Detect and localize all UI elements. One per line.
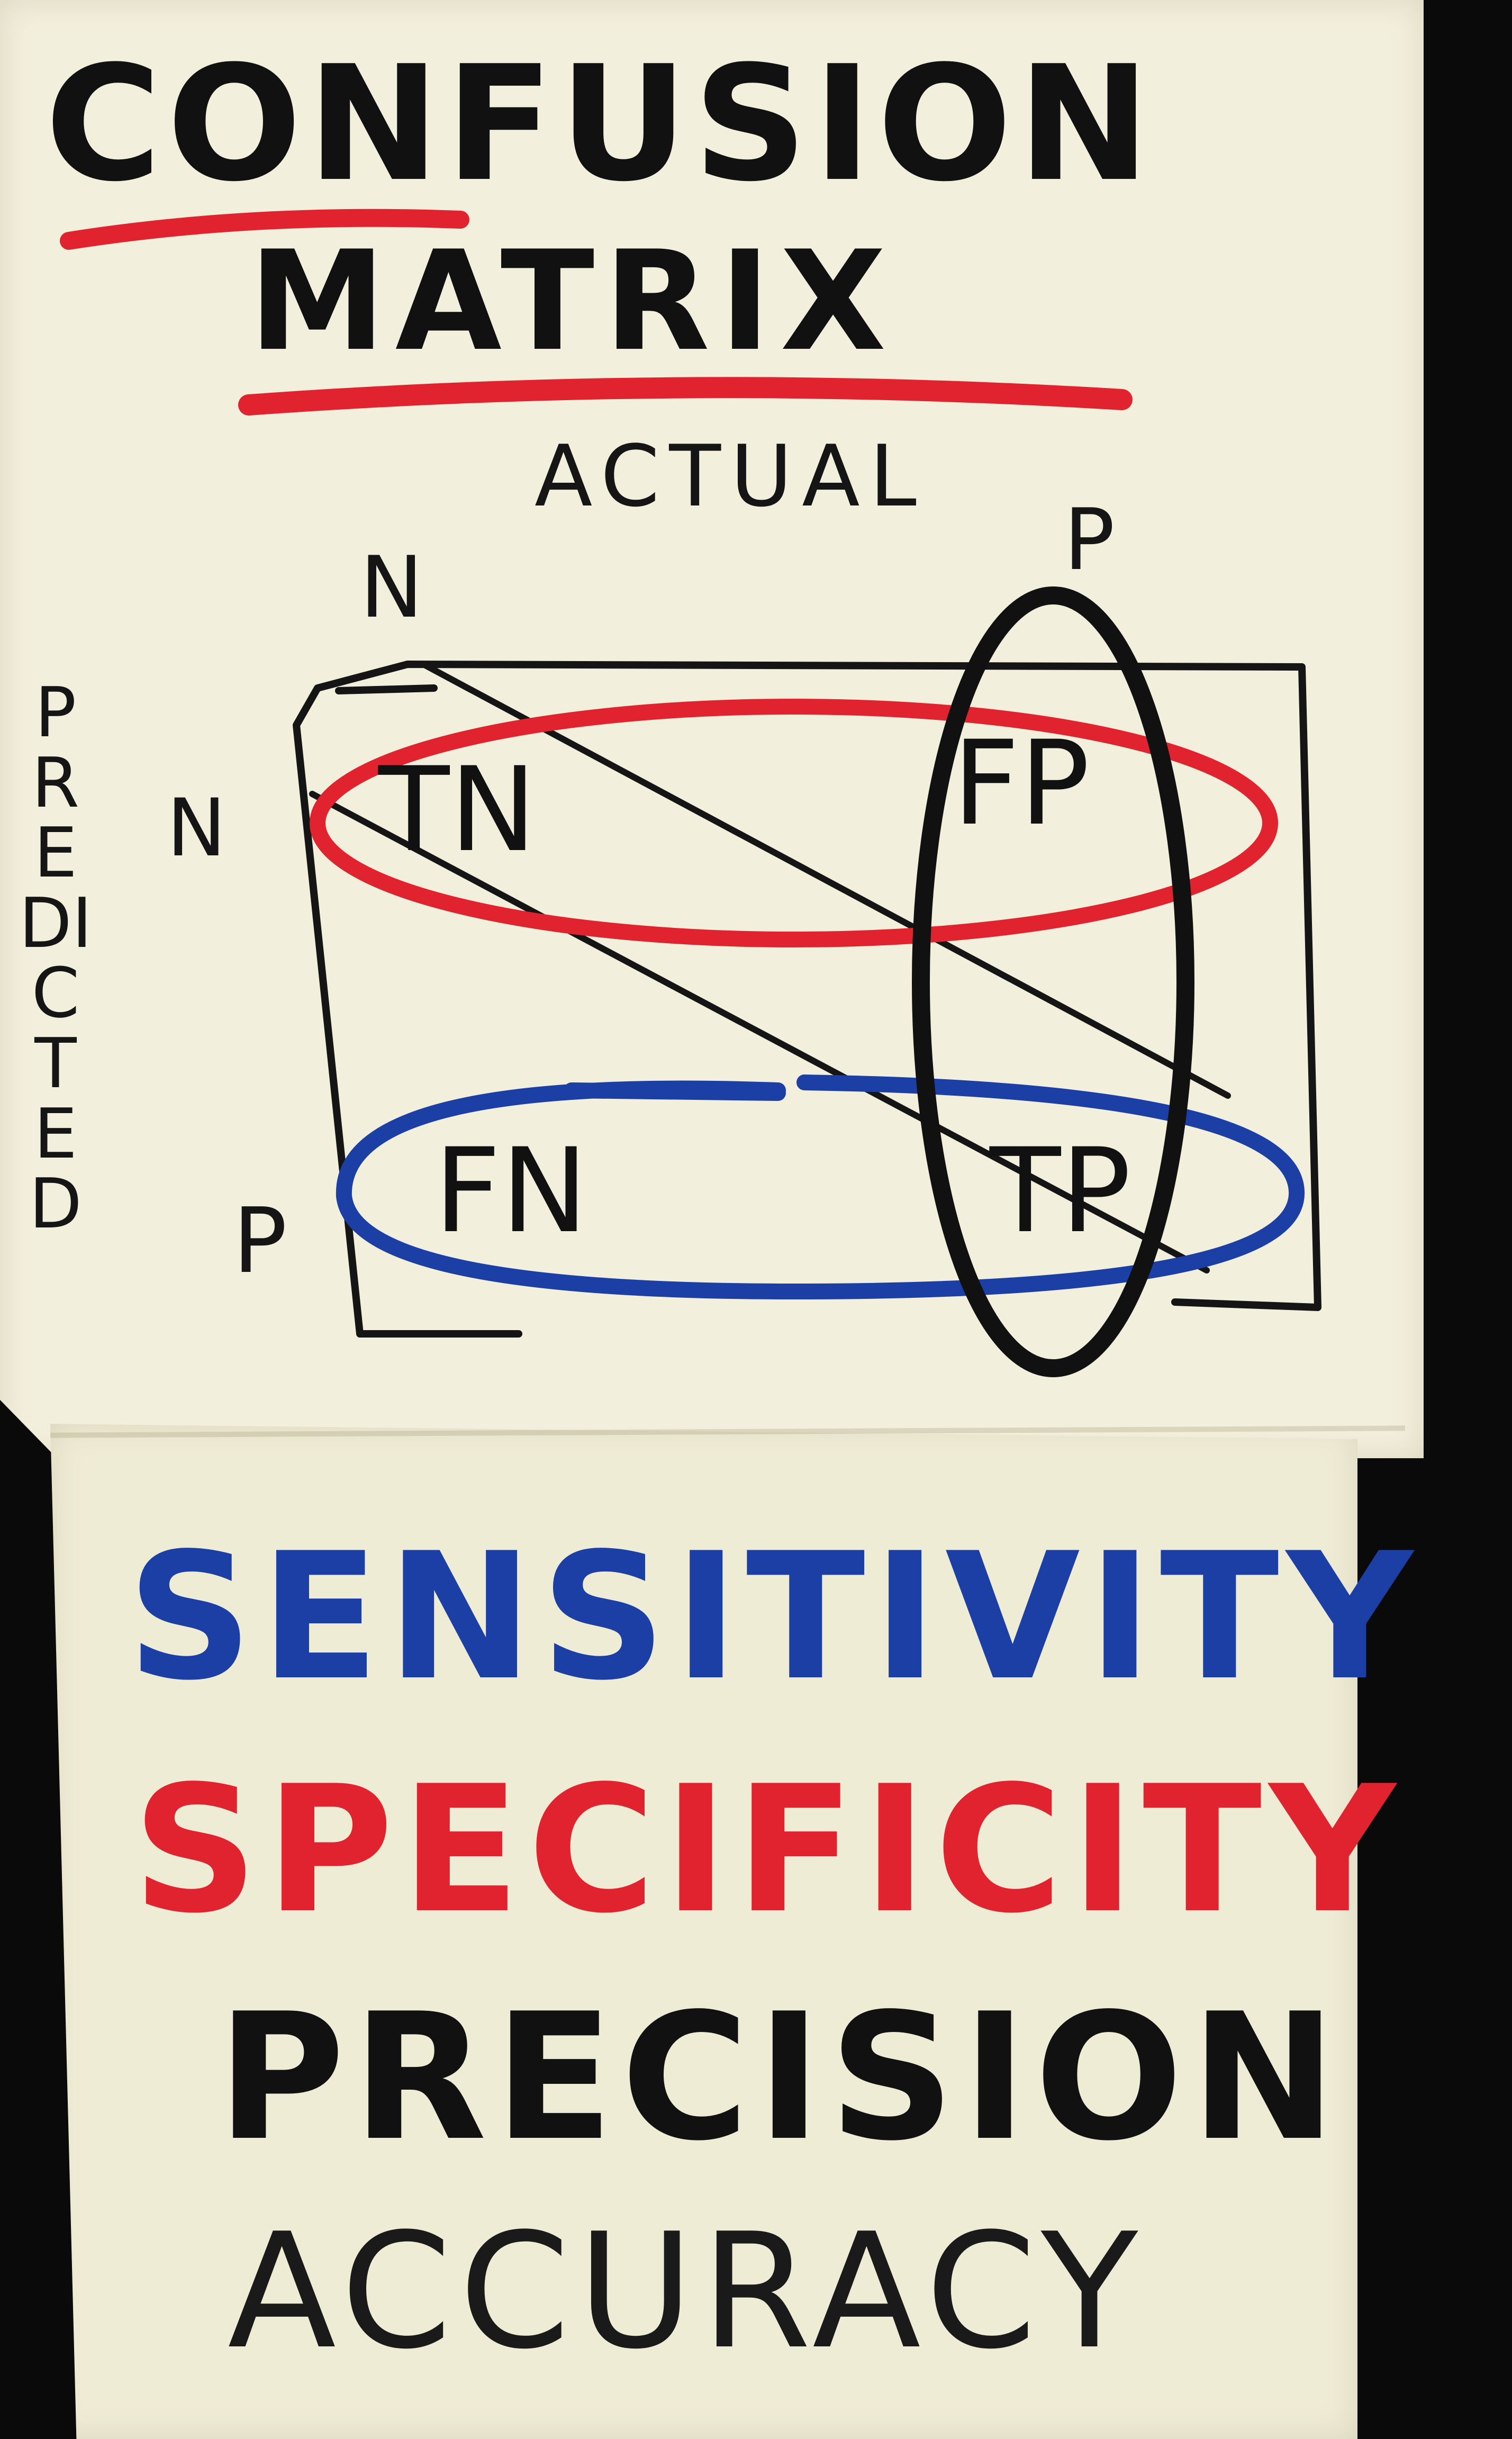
term-accuracy: ACCURACY xyxy=(228,2199,1146,2384)
term-sensitivity: SENSITIVITY xyxy=(127,1515,1420,1719)
actual-positive-label: P xyxy=(1064,490,1115,589)
predicted-positive-label: P xyxy=(233,1189,287,1294)
sticky-note-bottom xyxy=(50,1424,1357,2439)
term-specificity: SPECIFICITY xyxy=(132,1748,1404,1952)
cell-true-positive: TP xyxy=(990,1123,1131,1259)
term-precision: PRECISION xyxy=(217,1976,1344,2179)
cell-false-positive: FP xyxy=(953,716,1090,851)
predicted-negative-label: N xyxy=(167,782,227,874)
title-line-2: MATRIX xyxy=(249,222,896,382)
axis-label-actual: ACTUAL xyxy=(535,427,926,526)
title-line-1: CONFUSION xyxy=(45,32,1156,216)
actual-negative-label: N xyxy=(360,538,423,637)
cell-false-negative: FN xyxy=(434,1123,588,1259)
cell-true-negative: TN xyxy=(378,742,537,878)
sticky-note-top xyxy=(0,0,1424,1458)
axis-label-predicted: PREDICTED xyxy=(19,672,93,1244)
